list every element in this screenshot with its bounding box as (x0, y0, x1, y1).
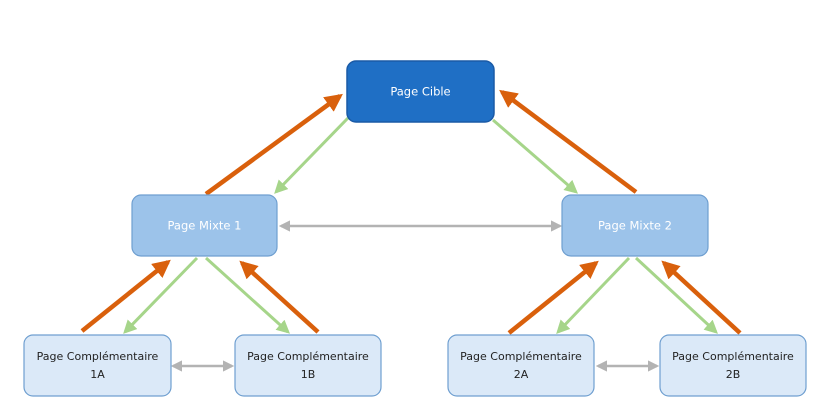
node-page-mixte-2: Page Mixte 2 (561, 194, 709, 257)
node-page-cible: Page Cible (346, 60, 495, 123)
arrow-mixte2-to-comp2a (556, 256, 631, 334)
node-page-complementaire-1a: Page Complémentaire 1A (23, 334, 172, 397)
arrow-mixte2-to-comp2b (634, 256, 718, 334)
node-page-complementaire-2a-line1: Page Complémentaire (460, 350, 582, 363)
node-page-complementaire-1b-line1: Page Complémentaire (247, 350, 369, 363)
node-page-cible-label: Page Cible (390, 85, 450, 99)
node-page-complementaire-2a-line2: 2A (514, 368, 529, 381)
arrow-target-to-mixte2 (492, 118, 579, 194)
node-page-complementaire-2a: Page Complémentaire 2A (447, 334, 595, 397)
arrow-comp2a-to-mixte2 (507, 260, 599, 335)
node-page-complementaire-2b-line1: Page Complémentaire (672, 350, 794, 363)
node-page-complementaire-2b: Page Complémentaire 2B (659, 334, 807, 397)
node-page-complementaire-1b: Page Complémentaire 1B (234, 334, 382, 397)
arrow-mixte1-to-comp1b (204, 256, 291, 334)
arrow-comp1a-to-mixte1 (80, 259, 171, 333)
node-page-complementaire-1b-line2: 1B (301, 368, 316, 381)
node-page-complementaire-1a-line1: Page Complémentaire (37, 350, 159, 363)
node-page-mixte-2-label: Page Mixte 2 (598, 219, 672, 233)
arrow-comp2b-to-mixte2 (661, 260, 742, 335)
node-page-mixte-1-label: Page Mixte 1 (168, 219, 242, 233)
arrow-target-to-mixte1 (274, 116, 350, 194)
node-page-mixte-1: Page Mixte 1 (131, 194, 278, 257)
node-page-complementaire-2b-line2: 2B (726, 368, 741, 381)
arrow-mixte2-to-target (499, 89, 638, 194)
arrow-mixte1-to-target (204, 93, 343, 196)
node-page-complementaire-1a-line2: 1A (90, 368, 105, 381)
arrow-mixte1-to-comp1a (123, 256, 199, 334)
arrow-comp1b-to-mixte1 (239, 260, 320, 334)
